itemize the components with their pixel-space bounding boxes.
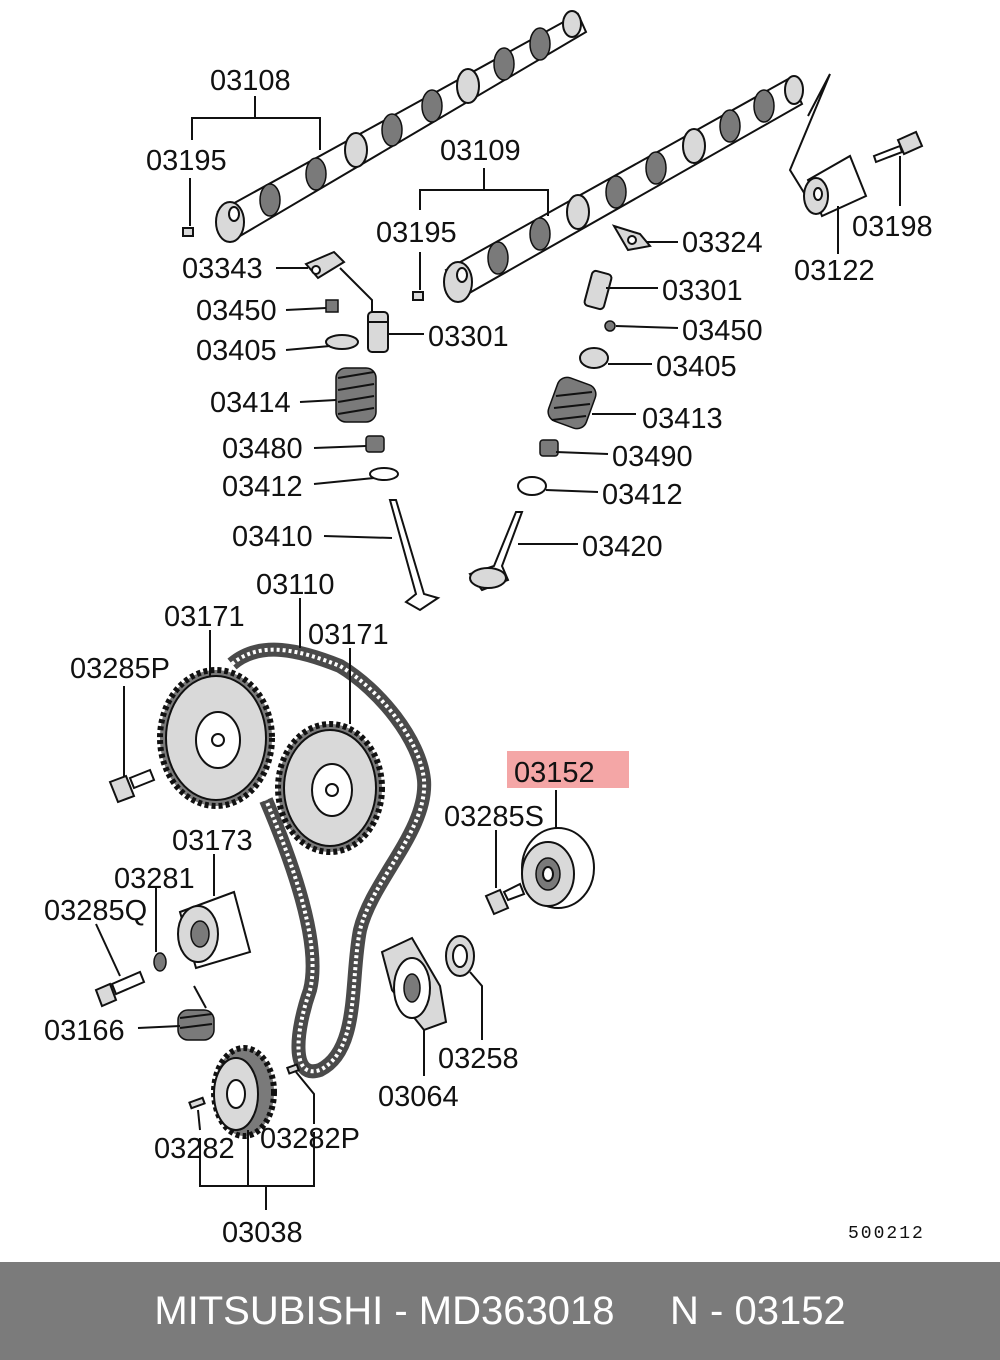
label-03413: 03413 bbox=[642, 403, 723, 435]
spring-seat-left[interactable] bbox=[369, 467, 399, 481]
spring-seat-right[interactable] bbox=[517, 476, 547, 496]
label-03343: 03343 bbox=[182, 253, 263, 285]
label-03038: 03038 bbox=[222, 1217, 303, 1249]
washer-03281[interactable] bbox=[153, 952, 167, 972]
label-03108: 03108 bbox=[210, 65, 291, 97]
tensioner-pulley[interactable] bbox=[177, 890, 252, 970]
camshaft-right[interactable] bbox=[443, 75, 804, 303]
label-03450-right: 03450 bbox=[682, 315, 763, 347]
camshaft-left[interactable] bbox=[215, 10, 588, 243]
label-03198: 03198 bbox=[852, 211, 933, 243]
footer-bar: MITSUBISHI - MD363018 N - 03152 bbox=[0, 1262, 1000, 1360]
pivot-adjuster-left[interactable] bbox=[325, 299, 339, 313]
label-03480: 03480 bbox=[222, 433, 303, 465]
valve-stem-seal-left[interactable] bbox=[365, 435, 385, 453]
timing-belt-edge bbox=[230, 647, 427, 1074]
label-03301-left: 03301 bbox=[428, 321, 509, 353]
bolt-03285Q[interactable] bbox=[94, 970, 146, 1008]
label-03301-right: 03301 bbox=[662, 275, 743, 307]
label-03064: 03064 bbox=[378, 1081, 459, 1113]
label-03490: 03490 bbox=[612, 441, 693, 473]
parts-diagram: 03108 03195 03109 03195 03343 03450 0340… bbox=[44, 10, 933, 1249]
dowel-pin-left[interactable] bbox=[182, 227, 194, 237]
bolt-03285S[interactable] bbox=[484, 882, 526, 916]
rocker-arm-right[interactable] bbox=[611, 224, 652, 252]
label-03282: 03282 bbox=[154, 1133, 235, 1165]
pivot-adjuster-right[interactable] bbox=[604, 320, 616, 332]
bolt-03198[interactable] bbox=[872, 130, 924, 164]
intake-valve[interactable] bbox=[388, 499, 441, 612]
lash-adjuster-left[interactable] bbox=[367, 311, 389, 353]
valve-stem-seal-right[interactable] bbox=[539, 439, 559, 457]
crank-washer[interactable] bbox=[445, 935, 475, 977]
dowel-pin-right[interactable] bbox=[412, 291, 424, 301]
label-03282P: 03282P bbox=[260, 1123, 360, 1155]
crank-sprocket[interactable] bbox=[211, 1045, 277, 1139]
idler-pulley-03152[interactable] bbox=[521, 827, 595, 909]
label-03405-right: 03405 bbox=[656, 351, 737, 383]
bolt-03285P[interactable] bbox=[108, 768, 156, 804]
label-03195-right: 03195 bbox=[376, 217, 457, 249]
cam-sprocket-left[interactable] bbox=[157, 667, 275, 809]
footer-part-text: MITSUBISHI - MD363018 N - 03152 bbox=[154, 1288, 846, 1333]
highlight-box bbox=[507, 751, 629, 788]
label-03173: 03173 bbox=[172, 825, 253, 857]
exhaust-valve[interactable] bbox=[468, 511, 524, 592]
label-03324: 03324 bbox=[682, 227, 763, 259]
crank-flange[interactable] bbox=[380, 936, 448, 1032]
label-03414: 03414 bbox=[210, 387, 291, 419]
key-03282[interactable] bbox=[188, 1096, 206, 1110]
label-03285P: 03285P bbox=[70, 653, 170, 685]
label-03405-left: 03405 bbox=[196, 335, 277, 367]
label-03285Q: 03285Q bbox=[44, 895, 147, 927]
pin-03282P[interactable] bbox=[285, 1063, 301, 1075]
label-03109: 03109 bbox=[440, 135, 521, 167]
tensioner-spring[interactable] bbox=[177, 985, 215, 1041]
label-03152: 03152 bbox=[514, 757, 595, 789]
label-03410: 03410 bbox=[232, 521, 313, 553]
label-03166: 03166 bbox=[44, 1015, 125, 1047]
label-03281: 03281 bbox=[114, 863, 195, 895]
label-03420: 03420 bbox=[582, 531, 663, 563]
label-03258: 03258 bbox=[438, 1043, 519, 1075]
label-03171-right: 03171 bbox=[308, 619, 389, 651]
leader-lines bbox=[95, 96, 901, 1210]
cam-sprocket-right[interactable] bbox=[275, 721, 385, 855]
rocker-arm-left[interactable] bbox=[304, 250, 346, 280]
spring-retainer-left[interactable] bbox=[325, 334, 359, 350]
label-03412-left: 03412 bbox=[222, 471, 303, 503]
label-03412-right: 03412 bbox=[602, 479, 683, 511]
label-03285S: 03285S bbox=[444, 801, 544, 833]
label-03110: 03110 bbox=[256, 569, 335, 601]
lash-adjuster-right[interactable] bbox=[583, 269, 613, 311]
label-03450-left: 03450 bbox=[196, 295, 277, 327]
spring-retainer-right[interactable] bbox=[579, 347, 609, 369]
label-03122: 03122 bbox=[794, 255, 875, 287]
label-03195-left: 03195 bbox=[146, 145, 227, 177]
connector-zigzag bbox=[788, 73, 831, 197]
cam-sleeve[interactable] bbox=[803, 154, 868, 218]
label-03171-left: 03171 bbox=[164, 601, 245, 633]
valve-spring-left[interactable] bbox=[335, 367, 377, 423]
diagram-code: 500212 bbox=[848, 1224, 925, 1244]
valve-spring-right[interactable] bbox=[545, 375, 598, 432]
